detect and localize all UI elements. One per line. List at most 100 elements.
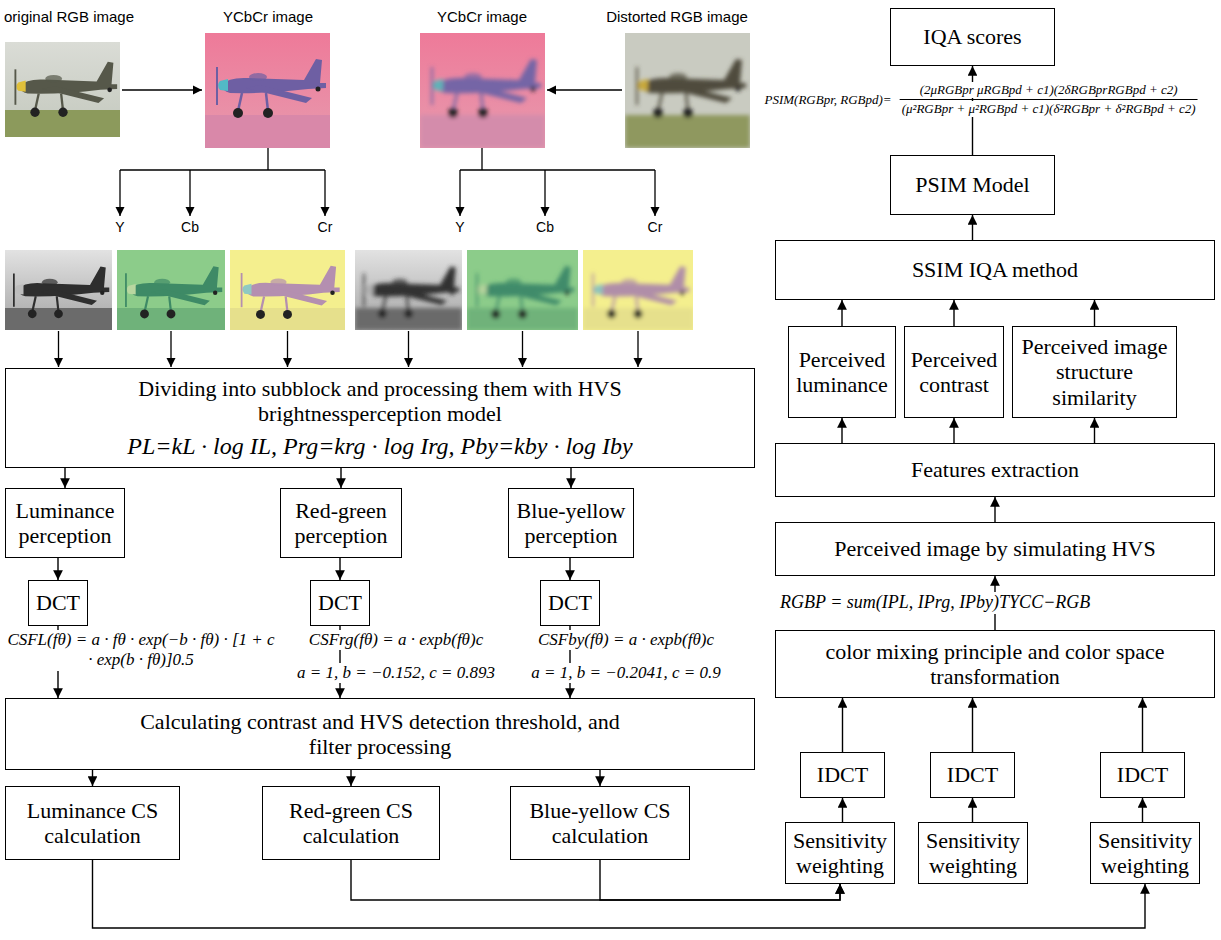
formula-text: (μ²RGBpr + μ²RGBpd + c1)(δ²RGBpr + δ²RGB…	[900, 101, 1198, 117]
image-caption: YCbCr image	[213, 8, 323, 26]
box-text: Blue-yellow perception	[513, 498, 629, 549]
flow-arrow	[569, 558, 570, 580]
box-text: Calculating contrast and HVS detection t…	[140, 709, 620, 760]
formula-text: (2μRGBpr μRGBpd + c1)(2δRGBprRGBpd + c2)	[918, 82, 1180, 98]
box-text: DCT	[36, 590, 80, 615]
flow-arrow	[842, 698, 843, 752]
flow-arrow	[1142, 698, 1143, 752]
flow-arrow	[1094, 300, 1095, 326]
arrow-line	[324, 170, 325, 216]
flow-arrow	[972, 215, 973, 240]
process-box: Perceived image by simulating HVS	[775, 522, 1215, 576]
box-text: Perceived luminance	[793, 347, 891, 398]
flow-arrow	[350, 770, 351, 786]
process-box: IQA scores	[890, 8, 1055, 66]
ycbcr-distorted-photo	[420, 33, 545, 148]
process-box: Features extraction	[775, 443, 1215, 497]
box-text: Luminance CS calculation	[10, 798, 175, 849]
arrow-line	[119, 170, 120, 216]
box-text: Perceived contrast	[909, 347, 999, 398]
process-box: DCT	[310, 580, 370, 626]
arrow-line	[544, 170, 545, 216]
box-text: IQA scores	[923, 24, 1021, 49]
box-text: Luminance perception	[10, 498, 120, 549]
process-box: SSIM IQA method	[775, 240, 1215, 300]
process-box: color mixing principle and color space t…	[775, 630, 1215, 698]
box-text: Sensitivity weighting	[923, 828, 1023, 879]
box-text: PSIM Model	[915, 172, 1029, 197]
flow-arrow	[570, 468, 571, 488]
process-box: Calculating contrast and HVS detection t…	[5, 698, 755, 770]
process-box: Luminance CS calculation	[5, 786, 180, 860]
process-box: IDCT	[930, 752, 1015, 798]
arrow-line	[522, 331, 523, 367]
flow-arrow	[340, 468, 341, 488]
arrow-line	[654, 170, 655, 216]
arrow-line	[408, 331, 409, 367]
box-text: Sensitivity weighting	[790, 828, 890, 879]
flow-arrow	[994, 497, 995, 522]
process-box: IDCT	[1100, 752, 1185, 798]
image-caption: Distorted RGB image	[598, 8, 756, 26]
formula-text: CSFby(fθ) = a · expb(fθ)c	[508, 630, 744, 650]
process-box: Dividing into subblock and processing th…	[5, 368, 755, 468]
formula-text: a = 1, b = −0.152, c = 0.893	[283, 663, 509, 683]
box-text: IDCT	[817, 762, 868, 787]
arrow-line	[459, 170, 460, 216]
process-box: Perceived contrast	[904, 326, 1004, 418]
process-box: IDCT	[800, 752, 885, 798]
flow-arrow	[953, 300, 954, 326]
arrow-line	[287, 331, 288, 367]
box-text: Perceived image by simulating HVS	[834, 536, 1155, 561]
image-caption: original RGB image	[4, 8, 139, 26]
flow-arrow	[841, 300, 842, 326]
box-text: Sensitivity weighting	[1095, 828, 1195, 879]
process-box: Red-green perception	[280, 488, 402, 558]
process-box: Blue-yellow CS calculation	[510, 786, 690, 860]
channel-label: Cb	[525, 219, 565, 236]
distorted-photo	[625, 33, 750, 148]
original-photo	[5, 42, 120, 137]
formula-text: CSFrg(fθ) = a · expb(fθ)c	[283, 630, 509, 650]
arrow-line	[58, 331, 59, 367]
flow-arrow	[972, 698, 973, 752]
formula-text: a = 1, b = −0.2041, c = 0.9	[508, 663, 744, 683]
process-box: DCT	[28, 580, 88, 626]
channel-label: Y	[100, 219, 140, 236]
process-box: Luminance perception	[5, 488, 125, 558]
flow-arrow	[1094, 418, 1095, 443]
flow-arrow	[972, 798, 973, 822]
process-box: Sensitivity weighting	[1090, 822, 1200, 884]
process-box: Perceived luminance	[788, 326, 896, 418]
flow-arrow	[842, 798, 843, 822]
box-text: SSIM IQA method	[912, 257, 1078, 282]
flow-arrow	[841, 418, 842, 443]
process-box: Red-green CS calculation	[262, 786, 440, 860]
box-text: color mixing principle and color space t…	[795, 639, 1195, 690]
split-line	[120, 148, 325, 170]
channel-label: Y	[440, 219, 480, 236]
cr-channel-photo	[583, 250, 693, 330]
arrow-line	[547, 89, 622, 90]
flow-arrow	[339, 558, 340, 580]
box-text: Red-green perception	[285, 498, 397, 549]
channel-label: Cb	[170, 219, 210, 236]
cr-channel-photo	[230, 250, 345, 330]
flow-arrow	[953, 418, 954, 443]
process-box: DCT	[540, 580, 600, 626]
arrow-line	[170, 331, 171, 367]
arrow-line	[189, 170, 190, 216]
process-box: Blue-yellow perception	[508, 488, 634, 558]
flow-arrow	[351, 860, 840, 900]
process-box: PSIM Model	[890, 155, 1055, 215]
box-text: Dividing into subblock and processing th…	[100, 376, 660, 427]
process-box: Sensitivity weighting	[918, 822, 1028, 884]
cb-channel-photo	[117, 250, 225, 330]
flow-arrow	[599, 770, 600, 786]
box-text: IDCT	[947, 762, 998, 787]
y-channel-photo	[355, 250, 462, 330]
formula-text: PSIM(RGBpr, RGBpd)=	[762, 92, 893, 108]
y-channel-photo	[5, 250, 112, 330]
box-text: Red-green CS calculation	[267, 798, 435, 849]
